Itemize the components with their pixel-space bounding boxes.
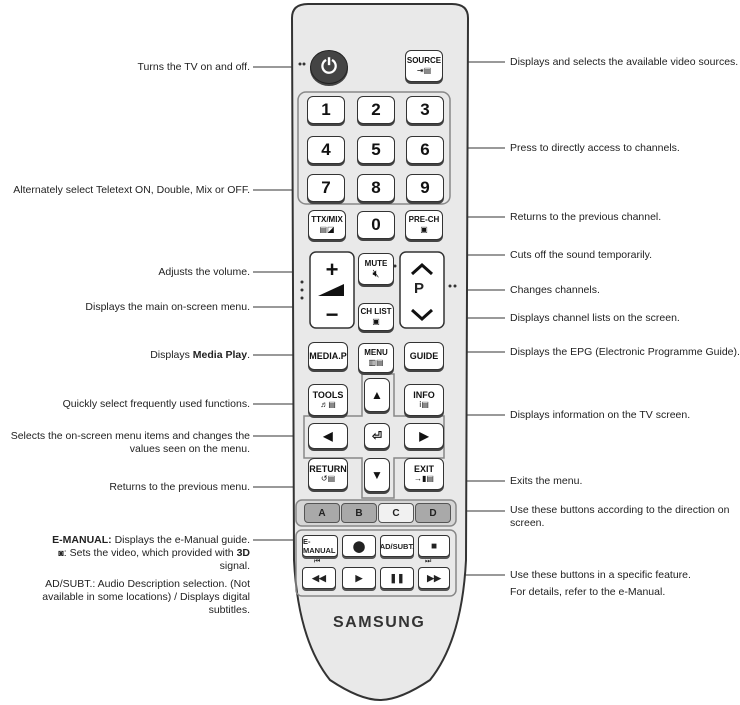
rewind-icon: ◀◀ (312, 572, 326, 583)
info-icon: ⅰ▤ (419, 400, 429, 409)
up-arrow-button[interactable]: ▲ (364, 378, 390, 412)
exit-icon: →▮▤ (414, 474, 434, 483)
left-arrow-button[interactable]: ◀ (308, 423, 348, 449)
ttx-mix-button[interactable]: TTX/MIX ▤◪ (308, 210, 346, 240)
mute-annotation: Cuts off the sound temporarily. (510, 249, 653, 261)
digit-5-button[interactable]: 5 (357, 136, 395, 164)
number-pad-group (297, 91, 451, 205)
return-icon: ↺▤ (320, 474, 336, 483)
info-button[interactable]: INFO ⅰ▤ (404, 384, 444, 416)
digit-7-button[interactable]: 7 (307, 174, 345, 202)
channel-annotation: Changes channels. (510, 284, 600, 296)
info-annotation: Displays information on the TV screen. (510, 409, 691, 421)
media-annotation: Displays Media Play. (150, 349, 250, 361)
stop-icon: ■ (430, 540, 438, 552)
power-button[interactable]: ⏻ (310, 50, 348, 84)
media-group (295, 529, 457, 597)
nav-ring (303, 373, 445, 499)
digit-6-button[interactable]: 6 (406, 136, 444, 164)
tools-icon: ♬▤ (320, 400, 336, 409)
source-annotation: Displays and selects the available video… (510, 56, 739, 68)
samsung-logo: SAMSUNG (333, 614, 426, 631)
mute-button[interactable]: MUTE 🔇︎ (358, 253, 394, 285)
digit-1-button[interactable]: 1 (307, 96, 345, 124)
pause-icon: ❚❚ (389, 572, 405, 583)
3d-button[interactable]: ⬤ (342, 535, 376, 557)
volume-annotation: Adjusts the volume. (158, 266, 250, 278)
arrow-down-icon: ▼ (371, 468, 383, 482)
return-annotation: Returns to the previous menu. (109, 481, 250, 493)
color-a-button[interactable]: A (304, 503, 340, 523)
fast-forward-button[interactable]: ▶▶ (418, 567, 450, 589)
ch-list-button[interactable]: CH LIST ▣ (358, 303, 394, 331)
channel-rocker[interactable] (399, 251, 445, 329)
digit-0-button[interactable]: 0 (357, 211, 395, 239)
pre-ch-icon: ▣ (420, 225, 428, 234)
menu-annotation: Displays the main on-screen menu. (85, 301, 250, 313)
digit-3-button[interactable]: 3 (406, 96, 444, 124)
enter-icon: ⏎ (371, 429, 383, 443)
ch-list-icon: ▣ (372, 317, 380, 326)
color-c-button[interactable]: C (378, 503, 414, 523)
menu-icon: ▥▤ (368, 358, 384, 367)
svg-text:−: − (326, 302, 339, 327)
digit-4-button[interactable]: 4 (307, 136, 345, 164)
navigate-annotation: Selects the on-screen menu items and cha… (10, 430, 250, 455)
right-arrow-button[interactable]: ▶ (404, 423, 444, 449)
tools-button[interactable]: TOOLS ♬▤ (308, 384, 348, 416)
ad-subt-button[interactable]: AD/SUBT. (380, 535, 414, 557)
pause-button[interactable]: ❚❚ (380, 567, 414, 589)
skip-back-icon: ⏮ (314, 558, 321, 565)
exit-annotation: Exits the menu. (510, 475, 583, 487)
guide-button[interactable]: GUIDE (404, 342, 444, 370)
teletext-icon: ▤◪ (319, 225, 335, 234)
exit-button[interactable]: EXIT →▮▤ (404, 458, 444, 490)
color-d-button[interactable]: D (415, 503, 451, 523)
arrow-right-icon: ▶ (419, 429, 429, 443)
arrow-up-icon: ▲ (371, 388, 383, 402)
chlist-annotation: Displays channel lists on the screen. (510, 312, 680, 324)
tools-annotation: Quickly select frequently used functions… (62, 398, 250, 410)
play-icon: ▶ (355, 572, 363, 583)
fast-forward-icon: ▶▶ (427, 572, 441, 583)
media-p-button[interactable]: MEDIA.P (308, 342, 348, 370)
digit-9-button[interactable]: 9 (406, 174, 444, 202)
down-arrow-button[interactable]: ▼ (364, 458, 390, 492)
play-button[interactable]: ▶ (342, 567, 376, 589)
enter-button[interactable]: ⏎ (364, 423, 390, 449)
power-annotation: Turns the TV on and off. (137, 61, 250, 73)
power-icon: ⏻ (321, 55, 337, 78)
channel-p-label: P (414, 280, 425, 297)
ttx-annotation: Alternately select Teletext ON, Double, … (13, 184, 250, 196)
number-annotation: Press to directly access to channels. (510, 142, 680, 154)
source-button[interactable]: SOURCE ⇥▤ (405, 50, 443, 82)
rewind-button[interactable]: ◀◀ (302, 567, 336, 589)
skip-forward-icon: ⏭ (425, 558, 432, 565)
3d-icon: ⬤ (352, 540, 366, 553)
pre-ch-button[interactable]: PRE-CH ▣ (405, 210, 443, 240)
return-button[interactable]: RETURN ↺▤ (308, 458, 348, 490)
color-b-button[interactable]: B (341, 503, 377, 523)
color-annotation: Use these buttons according to the direc… (510, 504, 730, 529)
svg-text:+: + (326, 257, 339, 282)
e-manual-button[interactable]: E-MANUAL (302, 535, 338, 557)
3d-small-icon: ◙ (58, 548, 64, 558)
digit-2-button[interactable]: 2 (357, 96, 395, 124)
mute-icon: 🔇︎ (372, 268, 380, 280)
emanual-annotation: E-MANUAL: Displays the e-Manual guide. ◙… (42, 534, 250, 616)
stop-button[interactable]: ■ (418, 535, 450, 557)
source-icon: ⇥▤ (416, 66, 432, 75)
arrow-left-icon: ◀ (323, 429, 333, 443)
feature-annotation: Use these buttons in a specific feature.… (510, 569, 691, 598)
digit-8-button[interactable]: 8 (357, 174, 395, 202)
prech-annotation: Returns to the previous channel. (510, 211, 662, 223)
menu-button[interactable]: MENU ▥▤ (358, 343, 394, 373)
guide-annotation: Displays the EPG (Electronic Programme G… (510, 346, 740, 358)
